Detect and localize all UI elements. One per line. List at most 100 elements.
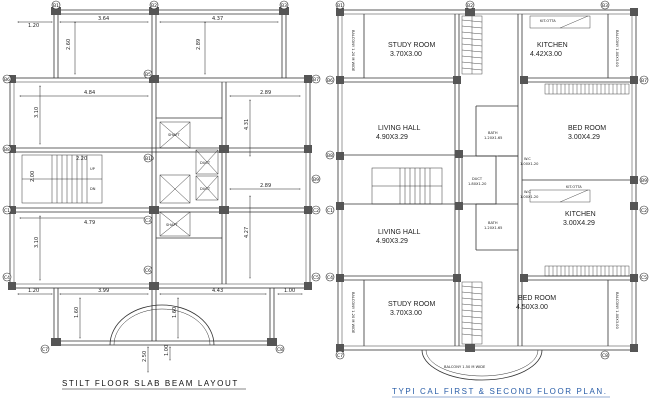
dim-h-4: 4.27 — [244, 227, 250, 238]
grid-b9: B9 — [313, 177, 319, 183]
study-room-top-label: STUDY ROOM — [388, 42, 435, 49]
kitchen-top-label: KITCHEN — [537, 42, 568, 49]
grid-bubbles-left — [2, 0, 321, 354]
bed-room-top-label: BED ROOM — [568, 125, 606, 132]
study-room-bot-size: 3.70X3.00 — [390, 310, 422, 317]
dim-col-a: 2.60 — [66, 39, 72, 50]
typical-floor-plan — [337, 9, 637, 381]
grid-c8: C8 — [277, 347, 283, 353]
dimension-lines-left — [17, 21, 303, 373]
grid-c3: C3 — [145, 218, 151, 224]
r-grid-c5: C5 — [641, 275, 647, 281]
balcony-bl-label: BALCONY 1.20 M WIDE — [351, 292, 355, 334]
living-hall-top-label: LIVING HALL — [378, 125, 421, 132]
r-grid-c4: C4 — [327, 275, 333, 281]
grid-b1: B1 — [53, 3, 59, 9]
outer-beam — [9, 77, 311, 289]
right-plan-title: TYPI CAL FIRST & SECOND FLOOR PLAN. — [392, 387, 608, 396]
dim-h-2: 4.31 — [244, 119, 250, 130]
columns-right — [336, 8, 638, 352]
balcony-arc — [109, 304, 215, 346]
balcony-br-label: BALCONY 1.00X3.00 — [615, 292, 619, 329]
grid-b5: B5 — [145, 72, 151, 78]
dim-h-1: 3.10 — [34, 107, 40, 118]
dim-top-c: 4.37 — [212, 16, 223, 22]
dim-span-3: 4.79 — [84, 220, 95, 226]
r-grid-b9: B9 — [641, 178, 647, 184]
grid-c7: C7 — [42, 347, 48, 353]
dim-h-7: 2.50 — [142, 351, 148, 362]
bath-bot-size: 1.20X1.65 — [484, 226, 502, 230]
grid-c1: C1 — [4, 208, 10, 214]
shaft-label-2: DUCT — [200, 161, 211, 165]
duct-size: 1.80X1.20 — [468, 182, 487, 186]
dim-top-b: 3.64 — [98, 16, 109, 22]
dim-bot-a: 1.20 — [28, 288, 39, 294]
stair-up-label: UP — [90, 167, 96, 171]
shafts-left — [159, 121, 219, 237]
dim-span-1: 4.84 — [84, 90, 95, 96]
wc-bot-size: 1.00X1.20 — [520, 195, 539, 199]
dim-bot-c: 4.43 — [212, 288, 223, 294]
stair-right — [371, 167, 443, 205]
r-grid-b6: B6 — [327, 78, 333, 84]
dim-h-6: 1.60 — [172, 307, 178, 318]
dim-top-a: 1.20 — [28, 23, 39, 29]
dim-span-4: 2.89 — [260, 183, 271, 189]
grid-b6: B6 — [4, 77, 10, 83]
kitchen-top-size: 4.42X3.00 — [530, 51, 562, 58]
dim-col-b: 2.89 — [196, 39, 202, 50]
grid-b8: B8 — [4, 147, 10, 153]
living-hall-bot-label: LIVING HALL — [378, 229, 421, 236]
grid-b7: B7 — [313, 77, 319, 83]
bed-room-top-size: 3.00X4.29 — [568, 134, 600, 141]
wc-bot-label: W.C — [524, 190, 531, 194]
grid-c6: C6 — [145, 268, 151, 274]
kit-otta-top: KIT.OTTA — [540, 19, 556, 23]
shaft-label-1: SHAFT — [168, 133, 180, 137]
balcony-tr-label: BALCONY 1.00X3.00 — [615, 30, 619, 67]
balcony-bottom-label: BALCONY 1.50 M WIDE — [444, 365, 486, 369]
bath-top-size: 1.20X1.65 — [484, 136, 502, 140]
grid-b10: B10 — [145, 156, 154, 162]
stilt-floor-plan — [9, 9, 311, 346]
r-grid-b2: B2 — [467, 3, 473, 9]
grid-c2: C2 — [313, 208, 319, 214]
kitchen-bot-label: KITCHEN — [565, 211, 596, 218]
dim-span-2: 2.89 — [260, 90, 271, 96]
shaft-label-4: SHAFT — [166, 223, 178, 227]
dim-h-3: 3.10 — [34, 237, 40, 248]
kitchen-bot-size: 3.00X4.29 — [563, 220, 595, 227]
dim-bot-b: 3.99 — [98, 288, 109, 294]
dim-h-8: 1.00 — [164, 345, 170, 356]
kitchen-counters — [529, 15, 630, 277]
bath-top-label: BATH — [488, 131, 498, 135]
wc-top-size: 1.00X1.20 — [520, 162, 539, 166]
grid-b2: B2 — [151, 3, 157, 9]
grid-c5: C5 — [313, 275, 319, 281]
stair-left — [21, 154, 103, 204]
r-grid-c8: C8 — [602, 353, 608, 359]
dim-stair-h: 2.00 — [30, 171, 36, 182]
study-room-top-size: 3.70X3.00 — [390, 51, 422, 58]
bed-room-bot-size: 4.50X3.00 — [516, 304, 548, 311]
balcony-tl-label: BALCONY 1.20 M WIDE — [351, 30, 355, 72]
stair-dn-label: DN — [90, 187, 96, 191]
dim-bot-d: 1.00 — [284, 288, 295, 294]
r-grid-b3: B3 — [602, 3, 608, 9]
r-grid-b8: B8 — [327, 153, 333, 159]
dim-h-5: 1.60 — [74, 307, 80, 318]
bath-bot-label: BATH — [488, 221, 498, 225]
r-grid-c7: C7 — [337, 353, 343, 359]
kit-otta-bot: KIT.OTTA — [566, 185, 582, 189]
living-hall-top-size: 4.90X3.29 — [376, 134, 408, 141]
grid-b3: B3 — [281, 3, 287, 9]
living-hall-bot-size: 4.90X3.29 — [376, 238, 408, 245]
duct-label: DUCT — [472, 177, 483, 181]
r-grid-b1: B1 — [337, 3, 343, 9]
columns-left — [8, 7, 312, 346]
r-grid-b7: B7 — [641, 78, 647, 84]
study-room-bot-label: STUDY ROOM — [388, 301, 435, 308]
bottom-balcony-arc — [421, 349, 543, 381]
